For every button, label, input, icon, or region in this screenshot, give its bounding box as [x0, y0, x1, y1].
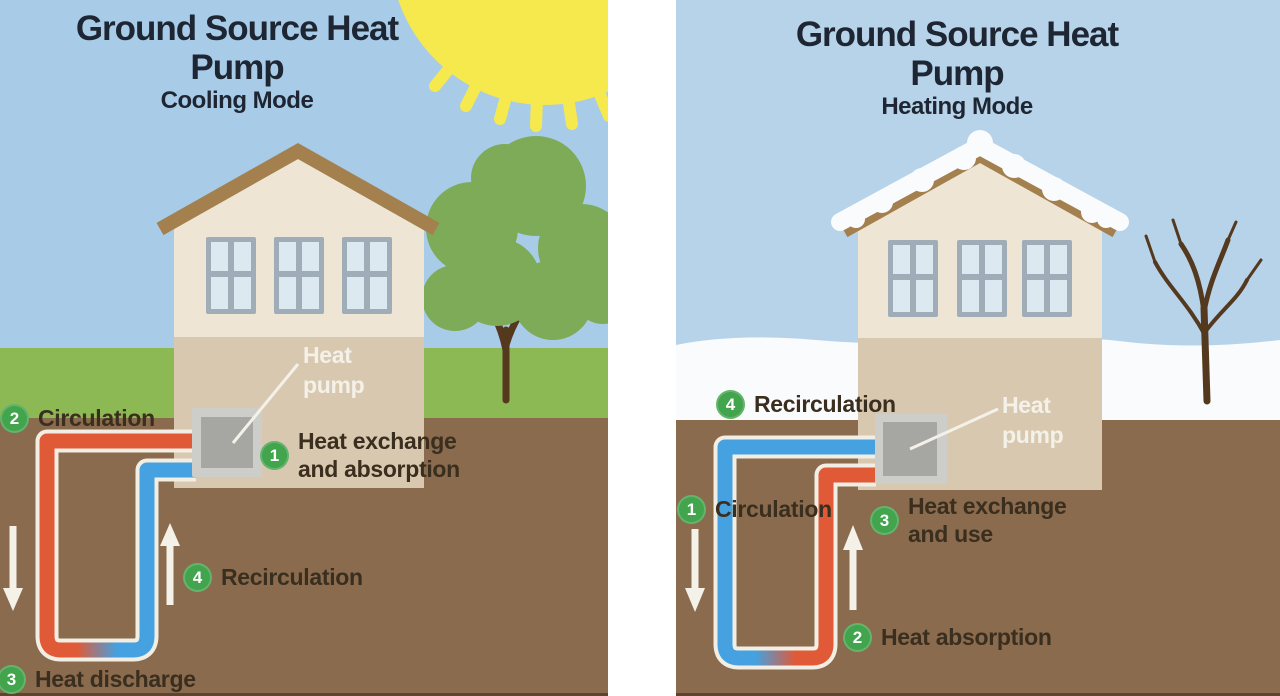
- step-recirculation: 4 Recirculation: [716, 390, 896, 419]
- right-title: Ground Source Heat Pump: [795, 15, 1119, 93]
- step-heat-discharge: 3 Heat discharge: [0, 665, 196, 694]
- hot-pipe: [818, 467, 876, 618]
- bottom-edge-shade: [676, 693, 1280, 696]
- step-circulation: 2 Circulation: [0, 404, 155, 433]
- cooling-mode-panel: Ground Source Heat Pump Cooling Mode Hea…: [0, 0, 608, 696]
- pipe-gradient: [39, 595, 155, 658]
- cold-pipe: [139, 462, 196, 610]
- hot-pipe: [39, 433, 196, 610]
- right-subtitle: Heating Mode: [881, 93, 1033, 120]
- step-1-badge: 1: [677, 495, 706, 524]
- step-2-badge: 2: [843, 623, 872, 652]
- step-3-label: Heat exchange and use: [908, 493, 1067, 547]
- step-heat-absorption: 2 Heat absorption: [843, 623, 1052, 652]
- heat-pump-pointer-line: [909, 407, 999, 451]
- pipe-gradient: [717, 603, 834, 666]
- step-3-badge: 3: [870, 505, 899, 535]
- heat-pump-box: [192, 408, 262, 477]
- bare-tree-icon: [1144, 218, 1263, 405]
- heating-mode-panel: Ground Source Heat Pump Heating Mode Hea…: [676, 0, 1280, 696]
- summer-tree-icon: [422, 136, 608, 404]
- step-recirculation: 4 Recirculation: [183, 563, 363, 592]
- heating-scene: [676, 0, 1280, 696]
- step-3-badge: 3: [0, 665, 26, 694]
- down-arrow-icon: [3, 526, 23, 611]
- left-title-block: Ground Source Heat Pump Cooling Mode: [27, 9, 447, 116]
- cooling-scene: [0, 0, 608, 696]
- step-4-badge: 4: [183, 563, 212, 592]
- right-title-block: Ground Source Heat Pump Heating Mode: [747, 15, 1167, 122]
- step-2-badge: 2: [0, 404, 29, 433]
- roof: [156, 142, 440, 236]
- up-arrow-icon: [160, 523, 180, 605]
- step-circulation: 1 Circulation: [677, 495, 832, 524]
- up-arrow-icon: [843, 525, 863, 610]
- step-4-label: Recirculation: [221, 564, 363, 590]
- step-4-badge: 4: [716, 390, 745, 419]
- sun-icon: [398, 0, 608, 132]
- right-heat-pump-label: Heat pump: [1002, 392, 1064, 448]
- left-subtitle: Cooling Mode: [160, 87, 314, 114]
- step-1-label: Circulation: [715, 496, 832, 522]
- heat-pump-pointer-line: [231, 363, 300, 444]
- step-3-label: Heat discharge: [35, 666, 196, 692]
- roof-snow: [831, 130, 1129, 231]
- cold-pipe: [717, 439, 876, 618]
- ground-loop-pipes: [35, 429, 196, 662]
- step-heat-exchange: 1 Heat exchange and absorption: [260, 427, 460, 483]
- left-heat-pump-label: Heat pump: [303, 342, 365, 398]
- down-arrow-icon: [685, 529, 705, 612]
- step-1-label: Heat exchange and absorption: [298, 428, 460, 482]
- step-2-label: Circulation: [38, 405, 155, 431]
- step-4-label: Recirculation: [754, 391, 896, 417]
- step-2-label: Heat absorption: [881, 624, 1052, 650]
- bottom-edge-shade: [0, 693, 608, 696]
- step-1-badge: 1: [260, 440, 289, 470]
- ground-loop-pipes: [713, 435, 876, 670]
- left-title: Ground Source Heat Pump: [75, 9, 399, 87]
- step-heat-exchange: 3 Heat exchange and use: [870, 492, 1067, 548]
